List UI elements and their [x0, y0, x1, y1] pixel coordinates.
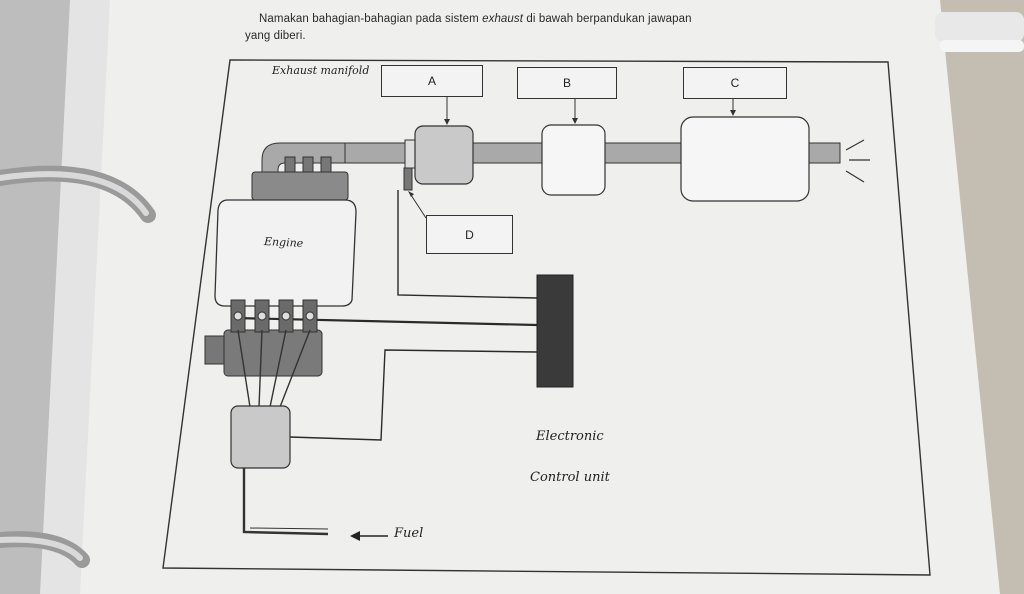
answer-box-d[interactable]: D [426, 215, 513, 254]
binder-ring-bottom-highlight [0, 536, 83, 561]
binder-ring-top-highlight [0, 171, 149, 216]
arrow-c-head [730, 110, 736, 116]
sensor-probe [403, 167, 413, 191]
diagram-frame [162, 59, 931, 576]
injector-ring-2 [257, 311, 267, 321]
answer-box-b[interactable]: B [517, 67, 617, 99]
instruction-text-end: di bawah berpandukan jawapan [523, 13, 692, 25]
answer-box-a[interactable]: A [381, 65, 483, 97]
label-fuel: Fuel [394, 526, 424, 541]
arrow-b-head [572, 118, 578, 124]
engine-block [214, 199, 357, 307]
fuel-arrow-head [350, 531, 360, 541]
label-ecu-line2: Control unit [530, 470, 610, 485]
instruction-line-2: yang diberi. [245, 30, 306, 42]
fuel-line-1 [237, 329, 251, 408]
answer-box-c[interactable]: C [683, 67, 787, 99]
fuel-line-4 [279, 329, 311, 408]
manifold-flange [251, 171, 349, 201]
intake-manifold [223, 329, 323, 377]
instruction-line-1: Namakan bahagian-bahagian pada sistem ex… [259, 13, 692, 25]
pump-wire [289, 349, 538, 441]
binder-clip [935, 12, 1024, 42]
arrow-d [410, 194, 427, 219]
fuel-line-3 [269, 329, 287, 408]
component-b-body [541, 124, 606, 196]
instruction-italic-word: exhaust [482, 13, 524, 25]
arrow-d-head [408, 191, 414, 197]
binder-clip-spring [940, 40, 1024, 52]
label-exhaust-manifold: Exhaust manifold [272, 64, 370, 77]
injector-ring-1 [233, 311, 243, 321]
injector-ring-4 [305, 311, 315, 321]
arrow-a-head [444, 119, 450, 125]
label-ecu-line1: Electronic [536, 429, 604, 444]
instruction-text: Namakan bahagian-bahagian pada sistem [259, 13, 483, 25]
exhaust-gas-line-1 [845, 139, 865, 151]
sensor-wire [397, 190, 538, 299]
component-a-body [414, 125, 474, 185]
ecu-block [536, 274, 574, 388]
fuel-supply-line [242, 468, 329, 536]
fuel-pump [230, 405, 291, 469]
fuel-supply-line-inner [249, 527, 329, 530]
fuel-line-2 [258, 329, 263, 408]
component-c-body [680, 116, 810, 202]
exhaust-gas-line-3 [845, 170, 865, 183]
label-engine: Engine [263, 234, 304, 251]
injector-ring-3 [281, 311, 291, 321]
